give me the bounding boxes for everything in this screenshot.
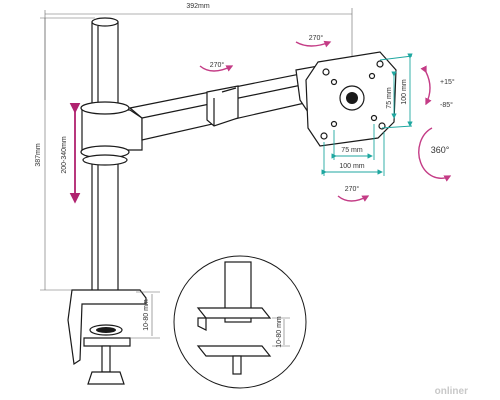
vesa-plate	[305, 51, 397, 147]
elbow-rotation-label: 270°	[210, 61, 225, 69]
extension-arm	[128, 65, 325, 141]
head-swivel-label: 270°	[309, 34, 324, 42]
desk-thickness-dimension: 10-80 mm	[130, 291, 160, 339]
vesa-horizontal-small-label: 75 mm	[341, 147, 363, 154]
watermark: onliner	[435, 386, 468, 397]
height-adjust-label: 200-340mm	[61, 136, 68, 174]
vesa-vertical-large-label: 100 mm	[401, 79, 408, 104]
elbow-rotation: 270°	[199, 61, 234, 72]
head-swivel-rotation: 270°	[295, 34, 332, 48]
desk-thickness-detail-label: 10-80 mm	[276, 316, 283, 348]
tilt-up-label: +15°	[440, 78, 455, 86]
vesa-horizontal-large-label: 100 mm	[339, 163, 364, 170]
total-height-dimension: 387mm	[35, 17, 95, 291]
screen-rotation: 360°	[418, 127, 452, 182]
tilt-indicator: +15° -85°	[420, 65, 455, 109]
height-adjust-indicator: 200-340mm	[61, 102, 81, 204]
arm-reach-label: 392mm	[186, 3, 210, 10]
arm-rotation-label: 270°	[345, 185, 360, 193]
clamp-detail-view: 10-80 mm	[173, 255, 307, 389]
total-height-label: 387mm	[35, 143, 42, 167]
vesa-measurements: 100 mm 75 mm 75 mm 100 mm	[321, 53, 413, 176]
desk-clamp	[67, 289, 147, 385]
height-collar	[80, 101, 143, 166]
tilt-down-label: -85°	[440, 101, 453, 109]
arm-rotation: 270°	[337, 185, 370, 202]
screen-rotation-label: 360°	[431, 145, 450, 155]
desk-thickness-main-label: 10-80 mm	[143, 299, 150, 331]
vesa-vertical-small-label: 75 mm	[386, 87, 393, 109]
